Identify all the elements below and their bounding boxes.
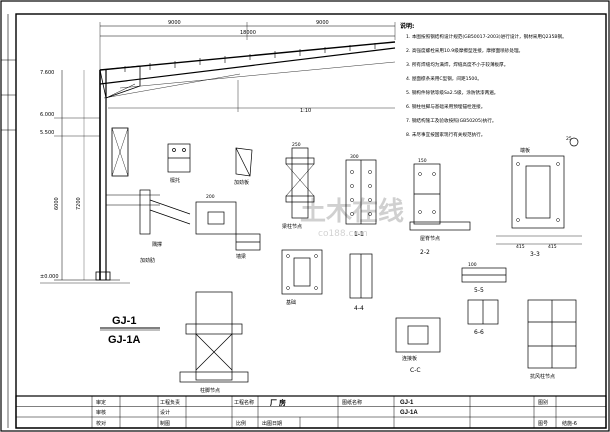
dim-small-415a: 415 — [516, 244, 525, 250]
tb-project-lead: 工程负责 — [160, 399, 180, 406]
section-1-1: 1-1 — [354, 231, 364, 238]
dim-small-300: 300 — [350, 154, 359, 160]
frame-title: GJ-1 GJ-1A — [100, 315, 160, 346]
dim-col-height-1: 6000 — [54, 197, 60, 210]
section-3-3: 3-3 — [530, 251, 540, 258]
tb-drafter: 制图 — [160, 420, 170, 427]
title-block — [15, 395, 607, 429]
dim-small-100: 100 — [468, 262, 477, 268]
dim-small-25: 25 — [566, 136, 572, 142]
note-8: 8. 未尽事宜按国家现行有关规范执行。 — [406, 131, 485, 138]
tb-no-label: 图号 — [538, 421, 548, 427]
label-wind-column-node: 抗风柱节点 — [530, 373, 555, 380]
dim-small-250: 250 — [292, 142, 301, 148]
label-ridge-node: 屋脊节点 — [420, 235, 440, 242]
label-beam-column-node: 梁柱节点 — [282, 223, 302, 230]
dim-small-150: 150 — [418, 158, 427, 164]
section-2-2: 2-2 — [420, 249, 430, 256]
watermark-sub: co188.com — [318, 229, 368, 239]
dim-col-height-2: 7200 — [76, 197, 82, 210]
tb-sheet-label: 图别 — [538, 399, 548, 406]
tb-date-label: 出图日期 — [262, 420, 282, 427]
elev-ground: ±0.000 — [40, 274, 59, 280]
elev-mid: 5.500 — [40, 130, 54, 136]
dim-span-left: 9000 — [168, 20, 181, 26]
label-column-base: 柱脚节点 — [200, 387, 220, 394]
tb-drawing-name-1: GJ-1 — [400, 400, 414, 406]
tb-no-value: 结施-6 — [562, 420, 577, 427]
frame-dimensions: 9000 9000 18000 1:10 7.600 6.000 5.500 ±… — [40, 20, 329, 280]
note-2: 2. 高强度螺栓采用10.9级摩擦型连接，摩擦面喷砂处理。 — [406, 47, 523, 54]
notes-heading: 说明: — [400, 22, 414, 30]
note-1: 1. 本图按照钢结构设计规范(GB50017-2003)进行设计，钢材采用Q23… — [406, 33, 567, 40]
tb-project-label: 工程名称 — [234, 399, 254, 406]
note-6: 6. 钢柱柱脚与基础采用预埋锚栓连接。 — [406, 103, 485, 110]
note-5: 5. 钢构件除锈等级Sa2.5级，涂防锈漆两遍。 — [406, 89, 498, 96]
binding-strip — [1, 14, 16, 428]
section-5-5: 5-5 — [474, 287, 484, 294]
dim-small-200: 200 — [206, 194, 215, 200]
tb-project-name: 厂 房 — [270, 398, 286, 407]
label-connect-plate: 连接板 — [402, 355, 417, 362]
dim-span-right: 9000 — [316, 20, 329, 26]
label-knee-brace: 隅撑 — [152, 241, 162, 248]
elev-top: 6.000 — [40, 112, 54, 118]
label-rib: 加劲肋 — [140, 257, 155, 264]
tb-designer: 设计 — [160, 409, 170, 416]
tb-drawing-label: 图纸名称 — [342, 399, 362, 406]
general-notes: 说明: 1. 本图按照钢结构设计规范(GB50017-2003)进行设计，钢材采… — [400, 22, 567, 138]
section-4-4: 4-4 — [354, 305, 364, 312]
dim-total-span: 18000 — [240, 30, 256, 36]
tb-scale-label: 比例 — [236, 420, 246, 427]
section-c-c: C-C — [410, 367, 421, 374]
tb-reviewed: 审核 — [96, 409, 106, 416]
watermark-text: 土木在线 — [300, 196, 404, 226]
note-7: 7. 钢结构施工及验收按照(GB50205)执行。 — [406, 117, 496, 124]
tb-approved: 审定 — [96, 399, 106, 406]
watermark: 土木在线 co188.com — [300, 196, 404, 239]
section-6-6: 6-6 — [474, 329, 484, 336]
dim-small-415b: 415 — [548, 244, 557, 250]
portal-frame-elevation — [40, 22, 396, 284]
frame-title-main: GJ-1 — [112, 315, 136, 327]
label-purlin-cleat: 檩托 — [170, 177, 180, 184]
label-end-plate: 端板 — [520, 147, 530, 154]
elev-ridge: 7.600 — [40, 70, 54, 76]
label-stiffener: 加劲板 — [234, 179, 249, 186]
detail-labels: 檩托 加劲板 隅撑 墙梁 梁柱节点 屋脊节点 柱脚节点 抗风柱节点 基础 端板 … — [140, 136, 572, 394]
note-4: 4. 屋面檩条采用C型钢，间距1500。 — [406, 75, 482, 82]
label-foundation: 基础 — [286, 299, 296, 306]
frame-title-sub: GJ-1A — [108, 334, 140, 346]
note-3: 3. 所有焊缝均为满焊，焊缝高度不小于较薄板厚。 — [406, 61, 508, 68]
tb-drawing-name-2: GJ-1A — [400, 410, 418, 416]
title-block-text: 审定 审核 校对 工程负责 设计 制图 工程名称 厂 房 比例 出图日期 图纸名… — [96, 398, 577, 427]
tb-checked: 校对 — [96, 420, 106, 427]
detail-sketches — [139, 137, 582, 383]
label-wall-girt: 墙梁 — [236, 253, 246, 260]
dim-slope: 1:10 — [300, 108, 311, 114]
